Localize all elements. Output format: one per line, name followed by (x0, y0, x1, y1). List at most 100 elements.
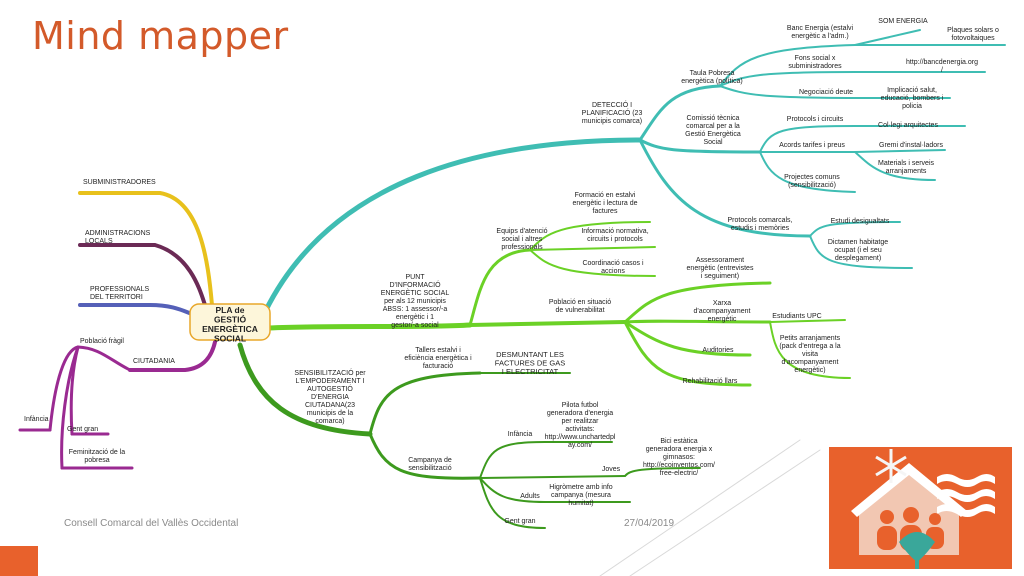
branch-subministradores (78, 191, 214, 307)
branch-petits (769, 321, 851, 379)
node-gent-gran: Gent gran (67, 426, 98, 433)
branch-formacio (529, 221, 651, 251)
node-protocols-circuits: Protocols i circuits (787, 116, 844, 123)
branch-assessorament (623, 281, 772, 324)
branch-sensibilitzacio (237, 342, 373, 437)
branch-materials (854, 151, 936, 181)
node-acords-tarifes: Acords tarifes i preus (779, 142, 845, 149)
branch-infancia (48, 345, 80, 432)
branch-infancia-campanya (479, 441, 546, 479)
node-poblacio-fragil: Població fràgil (80, 338, 124, 345)
footer-date: 27/04/2019 (624, 518, 675, 529)
branch-som-energia (854, 29, 921, 46)
branch-xarxa (623, 319, 772, 324)
slide-title: Mind mapper (32, 14, 289, 58)
node-negociacio-deute: Negociació deute (799, 89, 853, 96)
node-collegi-arquitectes: Col·legi arquitectes (878, 122, 938, 129)
branch-gent-gran-campanya (479, 477, 546, 529)
branch-auditories (623, 320, 752, 357)
node-ciutadania: CIUTADANIA (133, 358, 175, 365)
branch-deteccio (262, 137, 643, 315)
branch-informacio (529, 246, 656, 251)
node-infancia: Infància (24, 416, 49, 423)
node-informacio-normativa: Informació normativa,circuits i protocol… (581, 228, 648, 243)
branch-banc (719, 44, 856, 87)
branch-feminitzacio (60, 345, 80, 470)
node-campanya-infancia: Infància (508, 431, 533, 438)
branch-negociacio (719, 85, 866, 99)
branch-estudiants (769, 319, 846, 323)
node-subministradores: SUBMINISTRADORES (83, 179, 156, 186)
branch-estudi (809, 221, 901, 237)
branch-coordinacio (529, 249, 656, 277)
node-rehabilitacio-llars: Rehabilitació llars (683, 378, 738, 385)
branch-rehabilitacio (623, 320, 752, 387)
branch-adults (479, 477, 546, 503)
node-protocols-comarcals: Protocols comarcals,estudis i memòries (728, 217, 793, 232)
branch-projectes (759, 151, 856, 193)
node-adults: Adults (520, 493, 540, 500)
node-auditories: Auditories (702, 347, 734, 354)
corner-accent (0, 546, 38, 576)
branch-protocols-comarcals (638, 138, 812, 238)
node-projectes-comuns: Projectes comuns(sensibilització) (784, 174, 840, 189)
branch-punt (265, 322, 473, 331)
node-campanya-gent-gran: Gent gran (504, 518, 535, 525)
branch-campanya (368, 432, 482, 480)
decor-line (599, 439, 801, 576)
branch-taula (638, 84, 722, 142)
branch-professionals (78, 303, 197, 317)
branch-bici (624, 467, 701, 477)
node-som-energia: SOM ENERGIA (878, 18, 928, 25)
footer-organization: Consell Comarcal del Vallès Occidental (64, 518, 239, 529)
branch-protocols-circuits (759, 125, 856, 153)
node-joves: Joves (602, 466, 621, 473)
node-gremi-installadors: Gremi d'instal·ladors (879, 142, 943, 149)
branch-equips (468, 248, 532, 327)
branch-poblacio-vulnerabilitat (468, 320, 627, 327)
branch-poblacio-fragil (76, 345, 132, 372)
node-estudiants-upc: Estudiants UPC (772, 313, 821, 320)
branch-joves (479, 475, 626, 479)
decor-line (629, 449, 821, 576)
branch-dictamen (809, 235, 913, 269)
branch-tallers (368, 371, 482, 436)
node-estudi-desigualtats: Estudi desigualtats (831, 218, 890, 225)
branch-fons (719, 71, 856, 87)
branch-gremi (854, 149, 946, 153)
branch-administracions (78, 243, 207, 307)
central-node-box (189, 303, 271, 341)
branch-ciutadania (128, 340, 217, 372)
node-banc-url: http://bancdenergia.org/ (906, 59, 978, 74)
house-energy-logo (829, 447, 1012, 569)
house-energy-icon (851, 449, 995, 569)
